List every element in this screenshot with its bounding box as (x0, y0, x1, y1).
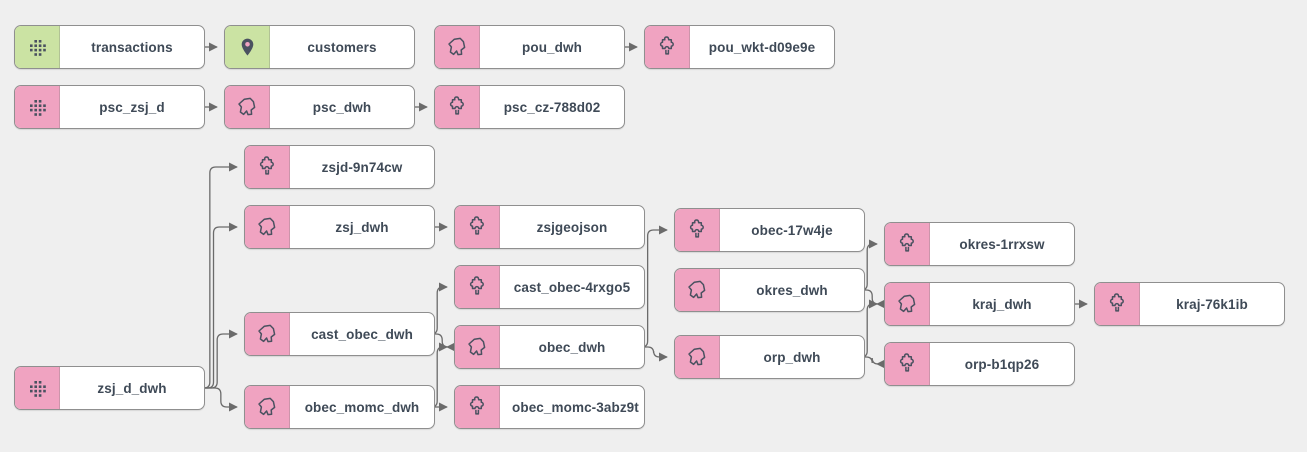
puzzle-piece-icon (645, 26, 690, 68)
polygon-icon (675, 336, 720, 378)
node-label: orp-b1qp26 (964, 356, 1040, 372)
polygon-icon (225, 86, 270, 128)
graph-node-obec_dwh[interactable]: obec_dwh (454, 325, 645, 369)
node-label: kraj-76k1ib (1176, 296, 1248, 312)
graph-node-psc_dwh[interactable]: psc_dwh (224, 85, 415, 129)
edge-zsj_d_dwh-to-obec_momc_dwh (205, 387, 238, 412)
node-label: obec_momc_dwh (304, 399, 420, 415)
node-label: customers (307, 39, 377, 55)
node-label: okres_dwh (756, 282, 828, 298)
node-label: pou_wkt-d09e9e (708, 39, 816, 55)
graph-node-zsj_dwh[interactable]: zsj_dwh (244, 205, 435, 249)
polygon-icon (885, 283, 930, 325)
edge-okres_dwh-to-kraj_dwh (865, 289, 886, 309)
graph-node-zsj_d_dwh[interactable]: zsj_d_dwh (14, 366, 205, 410)
graph-node-orp-b1qp26[interactable]: orp-b1qp26 (884, 342, 1075, 386)
node-label: obec-17w4je (751, 222, 833, 238)
graph-node-okres_dwh[interactable]: okres_dwh (674, 268, 865, 312)
graph-node-psc_zsj_d[interactable]: psc_zsj_d (14, 85, 205, 129)
graph-node-okres-1rrxsw[interactable]: okres-1rrxsw (884, 222, 1075, 266)
puzzle-piece-icon (455, 386, 500, 428)
graph-node-pou_wkt-d09e9e[interactable]: pou_wkt-d09e9e (644, 25, 835, 69)
puzzle-piece-icon (1095, 283, 1140, 325)
node-label: pou_dwh (522, 39, 582, 55)
polygon-icon (245, 206, 290, 248)
polygon-icon (675, 269, 720, 311)
graph-node-psc_cz-788d02[interactable]: psc_cz-788d02 (434, 85, 625, 129)
polygon-icon (455, 326, 500, 368)
graph-node-transactions[interactable]: transactions (14, 25, 205, 69)
edge-obec_dwh-to-orp_dwh (645, 346, 668, 362)
graph-node-kraj-76k1ib[interactable]: kraj-76k1ib (1094, 282, 1285, 326)
graph-node-customers[interactable]: customers (224, 25, 415, 69)
node-label: transactions (91, 39, 173, 55)
node-label: psc_zsj_d (99, 99, 165, 115)
polygon-icon (435, 26, 480, 68)
node-label: kraj_dwh (972, 296, 1032, 312)
puzzle-piece-icon (455, 206, 500, 248)
graph-node-orp_dwh[interactable]: orp_dwh (674, 335, 865, 379)
node-label: zsjgeojson (536, 219, 608, 235)
table-grid-icon (15, 26, 60, 68)
graph-node-zsjgeojson[interactable]: zsjgeojson (454, 205, 645, 249)
puzzle-piece-icon (885, 343, 930, 385)
edge-orp_dwh-to-orp-b1qp26 (865, 356, 886, 369)
edge-obec_dwh-to-obec-17w4je (641, 225, 668, 348)
node-label: obec_dwh (538, 339, 606, 355)
node-label: zsjd-9n74cw (321, 159, 403, 175)
graph-node-cast_obec_dwh[interactable]: cast_obec_dwh (244, 312, 435, 356)
edge-zsj_d_dwh-to-zsj_dwh (205, 222, 238, 389)
node-label: psc_cz-788d02 (503, 99, 601, 115)
graph-node-kraj_dwh[interactable]: kraj_dwh (884, 282, 1075, 326)
puzzle-piece-icon (885, 223, 930, 265)
edge-zsj_d_dwh-to-cast_obec_dwh (205, 329, 238, 389)
node-label: okres-1rrxsw (959, 236, 1045, 252)
graph-node-obec_momc-3abz9t[interactable]: obec_momc-3abz9t (454, 385, 645, 429)
node-label: zsj_d_dwh (97, 380, 167, 396)
graph-node-zsjd-9n74cw[interactable]: zsjd-9n74cw (244, 145, 435, 189)
puzzle-piece-icon (435, 86, 480, 128)
node-label: zsj_dwh (335, 219, 389, 235)
graph-node-cast_obec-4rxgo5[interactable]: cast_obec-4rxgo5 (454, 265, 645, 309)
polygon-icon (245, 313, 290, 355)
edge-zsj_d_dwh-to-zsjd-9n74cw (203, 162, 238, 389)
table-grid-icon (15, 367, 60, 409)
puzzle-piece-icon (245, 146, 290, 188)
node-label: orp_dwh (763, 349, 821, 365)
graph-node-pou_dwh[interactable]: pou_dwh (434, 25, 625, 69)
puzzle-piece-icon (675, 209, 720, 251)
node-label: cast_obec_dwh (311, 326, 413, 342)
table-grid-icon (15, 86, 60, 128)
edge-cast_obec_dwh-to-obec_dwh (435, 333, 456, 352)
polygon-icon (245, 386, 290, 428)
puzzle-piece-icon (455, 266, 500, 308)
graph-node-obec_momc_dwh[interactable]: obec_momc_dwh (244, 385, 435, 429)
node-label: obec_momc-3abz9t (512, 399, 639, 415)
node-label: cast_obec-4rxgo5 (513, 279, 631, 295)
map-pin-icon (225, 26, 270, 68)
node-label: psc_dwh (312, 99, 372, 115)
graph-node-obec-17w4je[interactable]: obec-17w4je (674, 208, 865, 252)
